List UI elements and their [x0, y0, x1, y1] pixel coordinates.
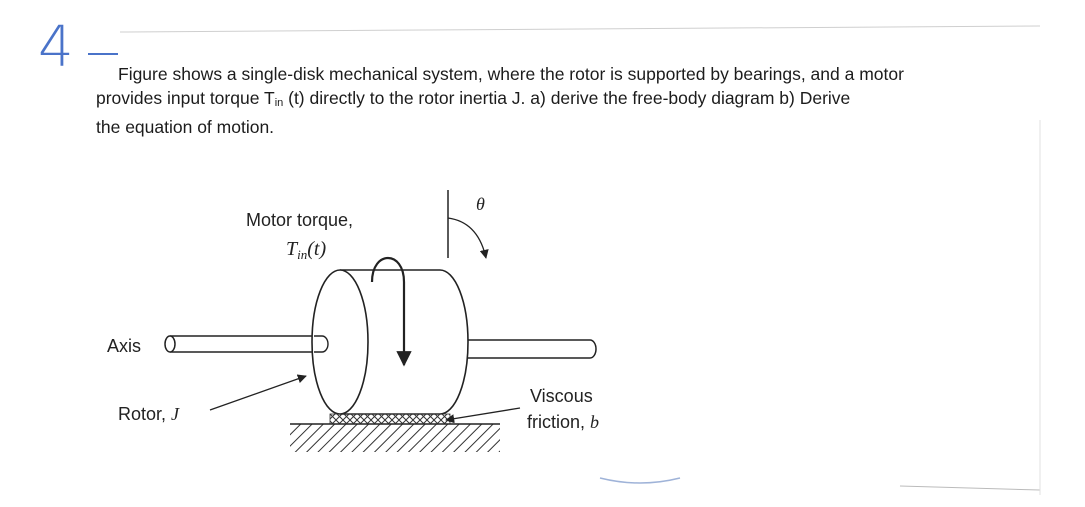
- problem-line-2b: (t) directly to the rotor inertia J. a) …: [283, 88, 851, 108]
- scan-mark: [599, 477, 681, 484]
- problem-line-3: the equation of motion.: [96, 117, 275, 137]
- problem-line-1: Figure shows a single-disk mechanical sy…: [118, 64, 904, 84]
- rotor-pointer: [209, 374, 307, 411]
- right-shaft: [459, 339, 597, 359]
- left-shaft: [170, 335, 329, 353]
- problem-line-2: provides input torque Tin (t) directly t…: [96, 86, 1026, 115]
- friction-layer: [329, 413, 451, 425]
- shaft-end: [164, 335, 176, 353]
- question-dash: [88, 53, 118, 55]
- scan-line: [119, 25, 1041, 33]
- theta-label: θ: [476, 194, 485, 214]
- friction-pointer: [445, 407, 521, 424]
- friction-label-2: friction, b: [527, 412, 599, 432]
- torque-arrow-icon: [370, 256, 412, 367]
- friction-label-1: Viscous: [530, 386, 593, 406]
- torque-symbol: Tin(t): [286, 238, 326, 262]
- ground-hatch: [290, 424, 500, 452]
- rotor-label: Rotor, J: [118, 404, 180, 424]
- axis-label: Axis: [107, 336, 141, 356]
- problem-line-2-sub: in: [274, 97, 284, 109]
- motor-torque-label: Motor torque,: [246, 210, 353, 230]
- theta-arrow-icon: [447, 217, 489, 259]
- problem-statement: Figure shows a single-disk mechanical sy…: [96, 62, 1026, 139]
- problem-line-2a: provides input torque T: [96, 88, 275, 108]
- shaft-hub: [314, 335, 329, 353]
- question-number: 4: [38, 15, 74, 80]
- scan-line-bottom: [899, 485, 1041, 491]
